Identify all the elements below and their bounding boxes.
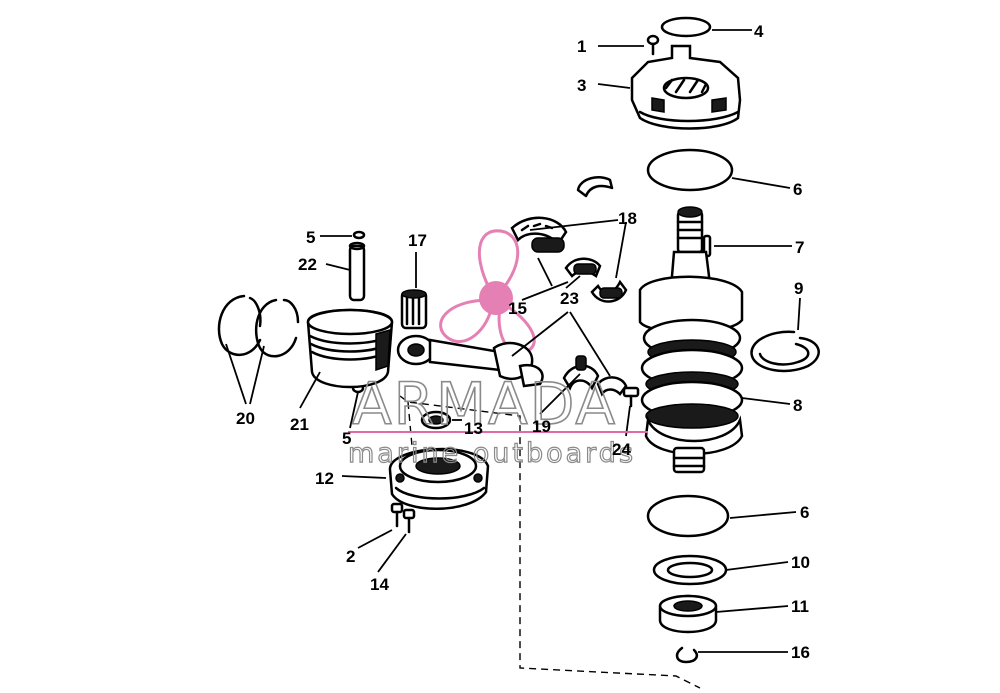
part-4-ring	[660, 16, 712, 38]
callout-18: 18	[618, 209, 637, 228]
callout-5-upper: 5	[306, 228, 315, 247]
callout-labels: 1 4 3 6 18 7 9 23 15 8 13 19 24 12 6 2 1…	[236, 22, 810, 662]
callout-19: 19	[532, 417, 551, 436]
part-3-upper-bearing-housing	[630, 44, 742, 130]
part-9-snap-ring	[750, 330, 820, 373]
part-22-wrist-pin	[348, 241, 366, 302]
part-17-needle-bearing	[400, 289, 428, 330]
part-16-retaining-ring	[675, 646, 698, 664]
callout-5-lower: 5	[342, 429, 351, 448]
callout-13: 13	[464, 419, 483, 438]
part-8-crankshaft	[638, 206, 744, 474]
watermark-tagline: marine outboards	[348, 438, 636, 469]
callout-12: 12	[315, 469, 334, 488]
callout-6-lower: 6	[800, 503, 809, 522]
callout-15: 15	[508, 299, 527, 318]
part-21-piston	[306, 308, 394, 389]
callout-3: 3	[577, 76, 586, 95]
callout-22: 22	[298, 255, 317, 274]
part-1-pin	[646, 34, 660, 56]
callout-21: 21	[290, 415, 309, 434]
part-13-seal	[420, 410, 452, 430]
callout-10: 10	[791, 553, 810, 572]
watermark-brand: ARMADA	[352, 370, 617, 438]
part-18-retaining-ring	[576, 176, 614, 198]
connecting-rod	[396, 334, 544, 388]
callout-4: 4	[754, 22, 764, 41]
callout-24: 24	[612, 440, 631, 459]
part-12-lower-bearing-housing	[388, 447, 490, 510]
callout-23: 23	[560, 289, 579, 308]
part-6-o-ring-upper	[646, 148, 734, 192]
armada-propeller-logo	[439, 229, 536, 355]
part-11-ball-bearing	[658, 594, 718, 634]
part-20-piston-rings	[217, 294, 300, 358]
callout-6-upper: 6	[793, 180, 802, 199]
part-10-washer	[652, 554, 728, 586]
armada-watermark: ARMADA marine outboards	[347, 369, 648, 470]
callout-8: 8	[793, 396, 802, 415]
callout-9: 9	[794, 279, 803, 298]
part-5-clip-upper	[352, 230, 366, 240]
part-6-o-ring-lower	[646, 494, 730, 538]
callout-14: 14	[370, 575, 389, 594]
callout-1: 1	[577, 37, 586, 56]
callout-17: 17	[408, 231, 427, 250]
callout-16: 16	[791, 643, 810, 662]
part-24-screw	[622, 386, 640, 408]
callout-11: 11	[791, 597, 809, 616]
callout-7: 7	[795, 238, 804, 257]
leader-lines	[225, 29, 801, 653]
part-18-bearing-cage-upper	[510, 216, 568, 253]
part-14-screw	[402, 508, 416, 534]
callout-20: 20	[236, 409, 255, 428]
part-2-screw	[390, 502, 404, 528]
callout-2: 2	[346, 547, 355, 566]
part-18-bearing-cage-lower	[564, 257, 628, 303]
assembly-dashed-line	[399, 395, 701, 689]
